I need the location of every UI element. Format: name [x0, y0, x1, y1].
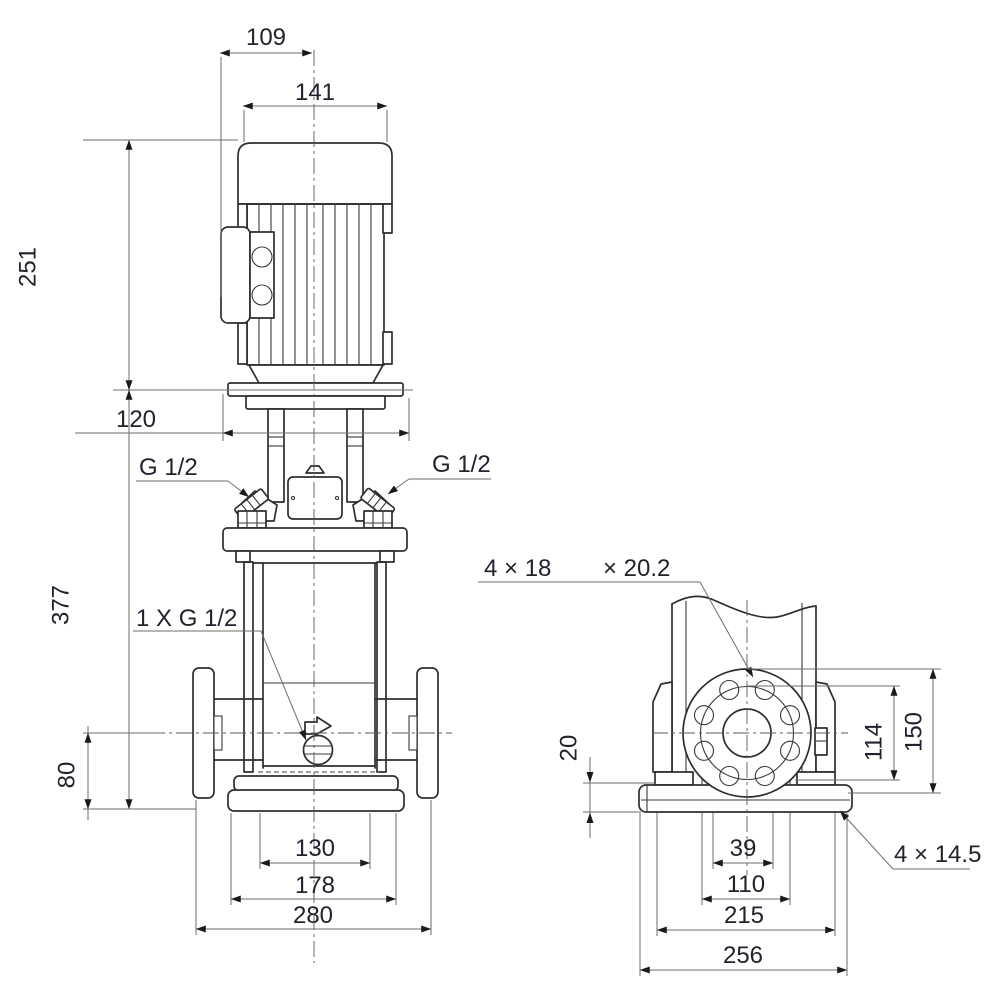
- coupling-lug: [305, 465, 325, 474]
- drain-plug-circle: [302, 734, 334, 766]
- stud-nut-left: [237, 510, 267, 529]
- side-view-dimensions: 4 × 18 × 20.2 20 114: [478, 555, 981, 976]
- tie-rod-right: [376, 561, 387, 773]
- terminal-box-cover: [220, 226, 251, 324]
- bolt-hole: [754, 765, 775, 787]
- dim-80: 80: [54, 726, 162, 820]
- dim-80-label: 80: [54, 762, 81, 789]
- callout-g12-left: G 1/2: [136, 454, 250, 498]
- dim-251: 251: [15, 139, 413, 391]
- g12-left-label: G 1/2: [139, 454, 198, 481]
- bolt-hole: [693, 740, 715, 761]
- bolt-hole: [719, 679, 740, 701]
- flange-holes-label-b: × 20.2: [603, 555, 670, 582]
- motor-shoulder-right-top: [382, 203, 393, 234]
- callout-drain: 1 X G 1/2: [133, 605, 307, 741]
- dim-39: 39: [712, 813, 774, 869]
- base-holes-label: 4 × 14.5: [894, 841, 981, 868]
- front-view: 109 141 251 377: [15, 24, 491, 963]
- dim-110-label: 110: [727, 871, 765, 898]
- tie-rod-left: [243, 561, 254, 773]
- dim-120: 120: [75, 394, 410, 441]
- side-foot-right: [796, 771, 836, 786]
- side-clip: [814, 727, 828, 756]
- drain-label: 1 X G 1/2: [136, 605, 237, 632]
- dim-20-label: 20: [556, 735, 583, 762]
- motor-fins: [258, 204, 372, 365]
- bolt-hole: [779, 740, 801, 761]
- cable-gland-top: [251, 246, 273, 268]
- terminal-box: [220, 226, 275, 324]
- g12-right-label: G 1/2: [432, 451, 491, 478]
- coupling: [287, 476, 343, 520]
- stool-leg-left: [267, 408, 285, 503]
- drain-plug: [302, 716, 334, 766]
- bolt-hole: [779, 705, 801, 726]
- stool-leg-right: [346, 408, 364, 503]
- base-slab: [227, 789, 405, 812]
- pump-sleeve: [243, 561, 387, 773]
- side-view: 4 × 18 × 20.2 20 114: [478, 555, 981, 976]
- head-underblock-right: [379, 550, 395, 563]
- dim-280-label: 280: [293, 902, 333, 929]
- dim-130: 130: [259, 813, 371, 869]
- coupling-setscrew-left: [290, 495, 296, 501]
- drain-arrow-symbol: [304, 716, 332, 735]
- dim-280: 280: [195, 800, 432, 935]
- dim-215-label: 215: [724, 902, 764, 929]
- dim-20: 20: [556, 735, 655, 838]
- dim-141: 141: [242, 79, 388, 142]
- head-underblock-left: [235, 550, 251, 563]
- motor-end-bell: [248, 364, 384, 384]
- dim-141-label: 141: [295, 79, 335, 106]
- dim-377: 377: [48, 389, 196, 810]
- motor-shoulder-right-bottom: [382, 331, 393, 365]
- dim-215: 215: [656, 813, 836, 936]
- base-plinth: [233, 775, 399, 792]
- motor-shoulder-left-bottom: [237, 322, 248, 365]
- dim-109: 109: [219, 24, 313, 297]
- break-line: [671, 595, 817, 619]
- stool-lower-plate: [245, 395, 386, 410]
- pump-head-flange: [222, 527, 408, 552]
- front-view-dimensions: 109 141 251 377: [15, 24, 491, 935]
- stool-leg-notches: [268, 436, 363, 447]
- cable-gland-bottom: [251, 284, 273, 306]
- motor-stool: [227, 382, 404, 529]
- dim-150-label: 150: [901, 712, 928, 752]
- dim-251-label: 251: [15, 247, 42, 287]
- side-foot-left: [654, 771, 694, 786]
- callout-flange-holes: 4 × 18 × 20.2: [478, 555, 754, 678]
- dim-130-label: 130: [295, 835, 335, 862]
- callout-base-holes: 4 × 14.5: [839, 810, 981, 870]
- side-bracket-left: [652, 681, 694, 786]
- dim-150: 150: [747, 668, 941, 794]
- dim-114: 114: [747, 685, 900, 781]
- flange-holes-label-a: 4 × 18: [484, 555, 551, 582]
- dim-377-label: 377: [48, 585, 75, 625]
- dim-256: 256: [639, 813, 848, 976]
- dim-120-label: 120: [116, 406, 156, 433]
- bolt-hole: [693, 705, 715, 726]
- dim-178: 178: [230, 813, 397, 905]
- stud-nut-right: [363, 510, 393, 529]
- bolt-hole: [754, 679, 775, 701]
- pump-base: [227, 775, 405, 812]
- dim-256-label: 256: [723, 942, 763, 969]
- dim-110: 110: [701, 813, 791, 905]
- dim-39-label: 39: [730, 835, 757, 862]
- motor-shoulder-left-top: [237, 203, 248, 229]
- coupling-setscrew-right: [334, 495, 340, 501]
- dim-178-label: 178: [295, 872, 335, 899]
- motor: [220, 142, 393, 384]
- callout-g12-right: G 1/2: [387, 451, 491, 495]
- dim-109-label: 109: [246, 24, 286, 51]
- bolt-hole: [719, 765, 740, 787]
- dim-114-label: 114: [861, 723, 888, 761]
- fan-cover: [237, 142, 393, 205]
